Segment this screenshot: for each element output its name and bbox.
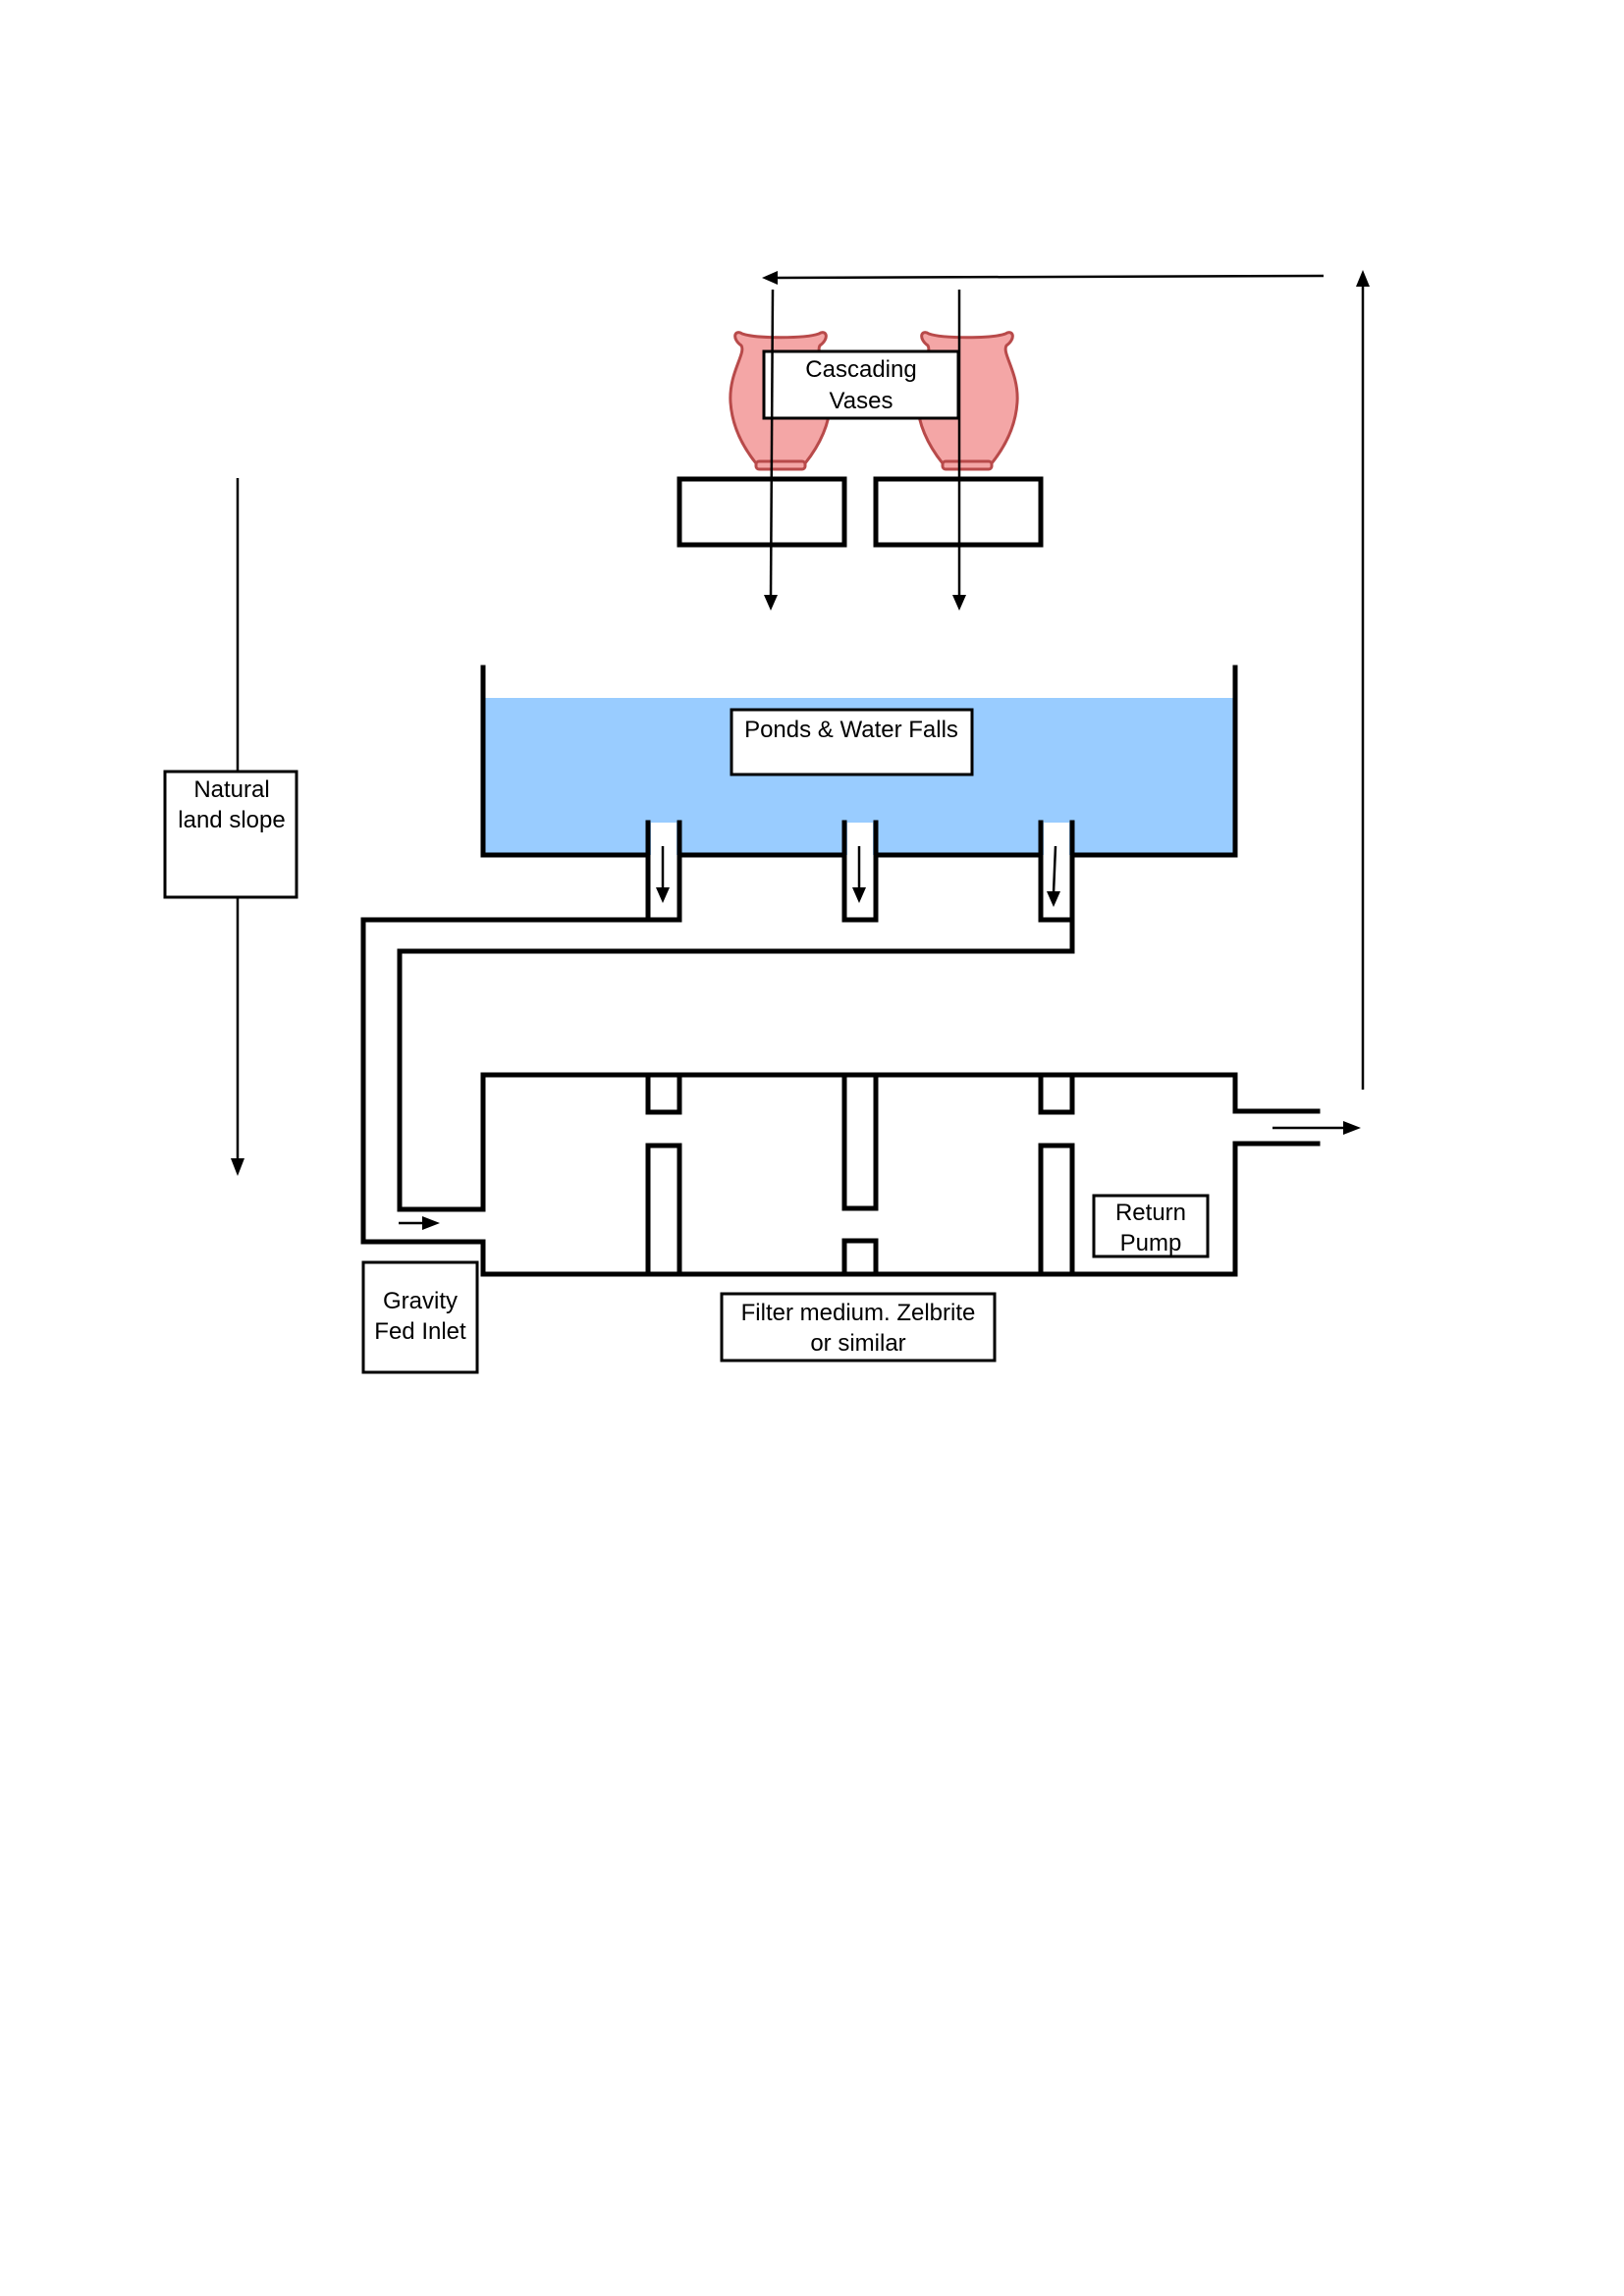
land-slope-line2: land slope [178, 807, 285, 833]
vase-flow-arrows [764, 289, 966, 611]
cascading-vases-line2: Vases [830, 388, 893, 414]
vase-right-base [941, 459, 994, 471]
drain-pipe-outer [360, 852, 651, 1245]
filter-medium-label: Filter medium. Zelbrite or similar [720, 1292, 997, 1362]
vase-stand-left [677, 476, 847, 548]
baffle-top-1 [645, 1072, 682, 1115]
cascading-vases-label: Cascading Vases [762, 349, 960, 420]
baffle-top-3 [1038, 1072, 1075, 1115]
return-pump-line1: Return [1115, 1200, 1186, 1226]
arrow-right-icon [422, 1216, 440, 1230]
arrow-down-icon [1047, 891, 1060, 907]
return-top-line [775, 274, 1325, 280]
arrow-left-icon [762, 271, 778, 285]
drain-opening-3 [1044, 823, 1069, 858]
arrow-down-icon [764, 595, 778, 611]
baffle-top-2 [841, 1072, 879, 1211]
ponds-label-text: Ponds & Water Falls [744, 717, 958, 743]
arrow-down-icon [852, 887, 866, 903]
cascading-vases-line1: Cascading [805, 356, 916, 383]
vase-left-base [754, 459, 807, 471]
drain-pipe-inner [397, 852, 1075, 1212]
land-slope: Natural land slope [163, 478, 298, 1176]
gravity-inlet-label: Gravity Fed Inlet [361, 1260, 479, 1374]
arrow-down-icon [656, 887, 670, 903]
baffle-bottom-1 [645, 1143, 682, 1277]
filter-medium-line1: Filter medium. Zelbrite [741, 1300, 976, 1326]
gravity-inlet-line2: Fed Inlet [374, 1318, 466, 1345]
filter-tank-wall [480, 1072, 1321, 1277]
arrow-right-icon [1343, 1121, 1361, 1135]
gravity-inlet-line1: Gravity [383, 1288, 458, 1314]
filter-medium-line2: or similar [810, 1330, 905, 1357]
drain-flow-line [1052, 845, 1057, 894]
return-pump-line2: Pump [1120, 1230, 1182, 1256]
ponds-label: Ponds & Water Falls [730, 708, 974, 776]
arrow-down-icon [952, 595, 966, 611]
baffle-bottom-2 [841, 1238, 879, 1277]
arrow-down-icon [231, 1158, 244, 1176]
land-slope-line1: Natural [193, 776, 269, 803]
return-flow-arrows [762, 270, 1370, 1135]
baffle-bottom-3 [1038, 1143, 1075, 1277]
return-pump-label: Return Pump [1092, 1194, 1210, 1258]
vase-left-flow-line [769, 289, 775, 598]
arrow-up-icon [1356, 270, 1370, 287]
filter-tank [399, 1072, 1321, 1277]
